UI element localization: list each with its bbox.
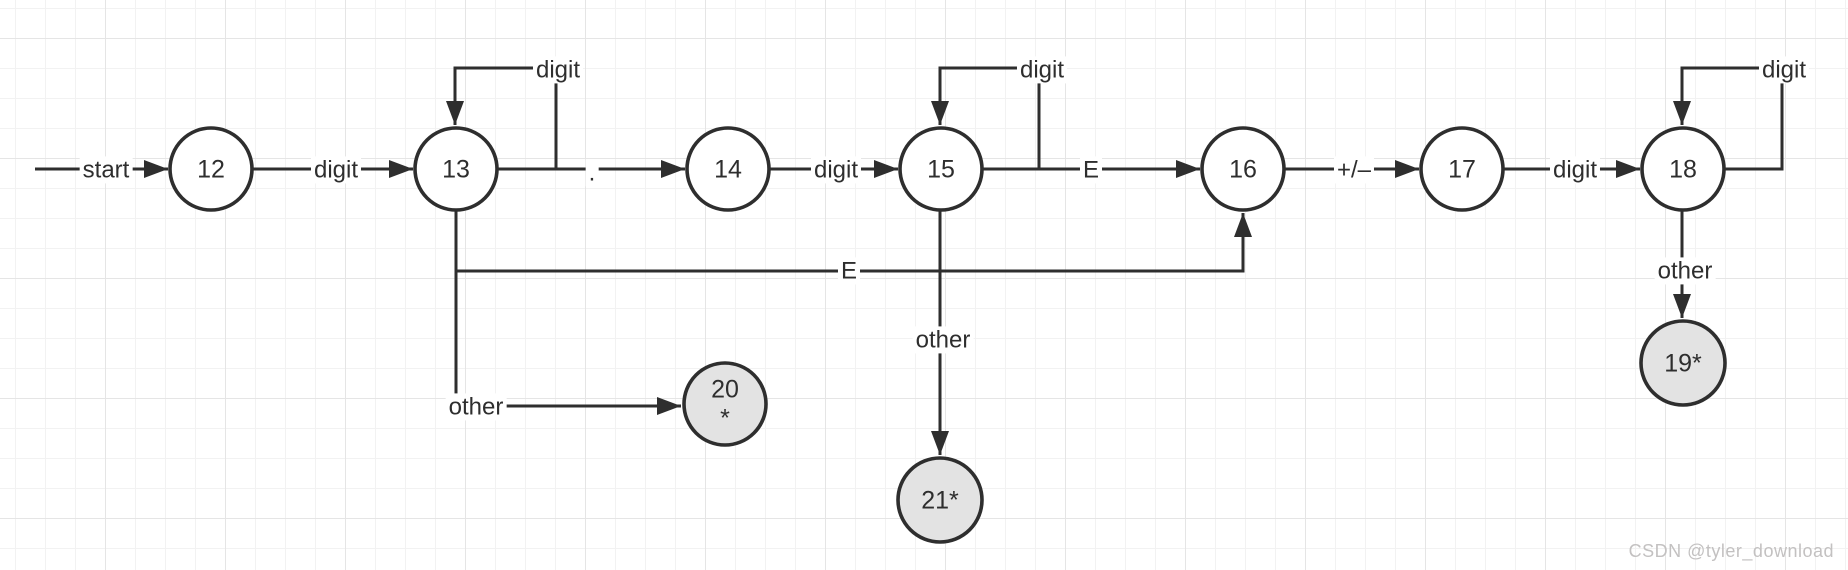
state-node-20-accept	[682, 361, 768, 447]
transition-label-plusminus-16-17: +/–	[1333, 156, 1375, 184]
state-label-14: 14	[714, 155, 742, 184]
transition-label-digit-loop-13: digit	[532, 56, 584, 84]
state-node-16	[1200, 126, 1286, 212]
state-label-18: 18	[1669, 155, 1697, 184]
state-label-20: 20	[711, 375, 739, 404]
state-node-14	[685, 126, 771, 212]
state-node-21-accept	[896, 456, 984, 544]
transition-label-other-15-21: other	[912, 326, 974, 354]
edge-13-to-20	[454, 210, 681, 415]
transition-label-digit-14-15: digit	[810, 156, 862, 184]
state-node-13	[413, 126, 499, 212]
csdn-watermark: CSDN @tyler_download	[1628, 541, 1834, 561]
edge-13-to-16	[456, 213, 1252, 273]
state-label-15: 15	[927, 155, 955, 184]
state-node-19-accept	[1639, 319, 1727, 407]
transition-label-start: start	[79, 156, 133, 184]
state-node-17	[1419, 126, 1505, 212]
state-label-21: 21*	[921, 486, 959, 515]
transition-label-digit-12-13: digit	[310, 156, 362, 184]
transition-label-digit-loop-18: digit	[1758, 56, 1810, 84]
state-label-17: 17	[1448, 155, 1476, 184]
state-node-18	[1640, 126, 1726, 212]
transition-label-e-13-16: E	[837, 257, 861, 285]
state-node-12	[168, 126, 254, 212]
state-label-12: 12	[197, 155, 225, 184]
state-label-19: 19*	[1664, 349, 1702, 378]
transition-label-dot-13-14: .	[585, 159, 599, 187]
state-label-16: 16	[1229, 155, 1257, 184]
edge-15-self-loop	[931, 66, 1041, 169]
state-node-15	[898, 126, 984, 212]
state-label-20-star: *	[720, 404, 730, 433]
transition-label-digit-17-18: digit	[1549, 156, 1601, 184]
state-label-13: 13	[442, 155, 470, 184]
transition-label-other-18-19: other	[1654, 257, 1716, 285]
transition-label-e-15-16: E	[1079, 156, 1103, 184]
edge-13-self-loop	[446, 66, 558, 169]
transition-label-other-13-20: other	[445, 393, 507, 421]
transition-label-digit-loop-15: digit	[1016, 56, 1068, 84]
